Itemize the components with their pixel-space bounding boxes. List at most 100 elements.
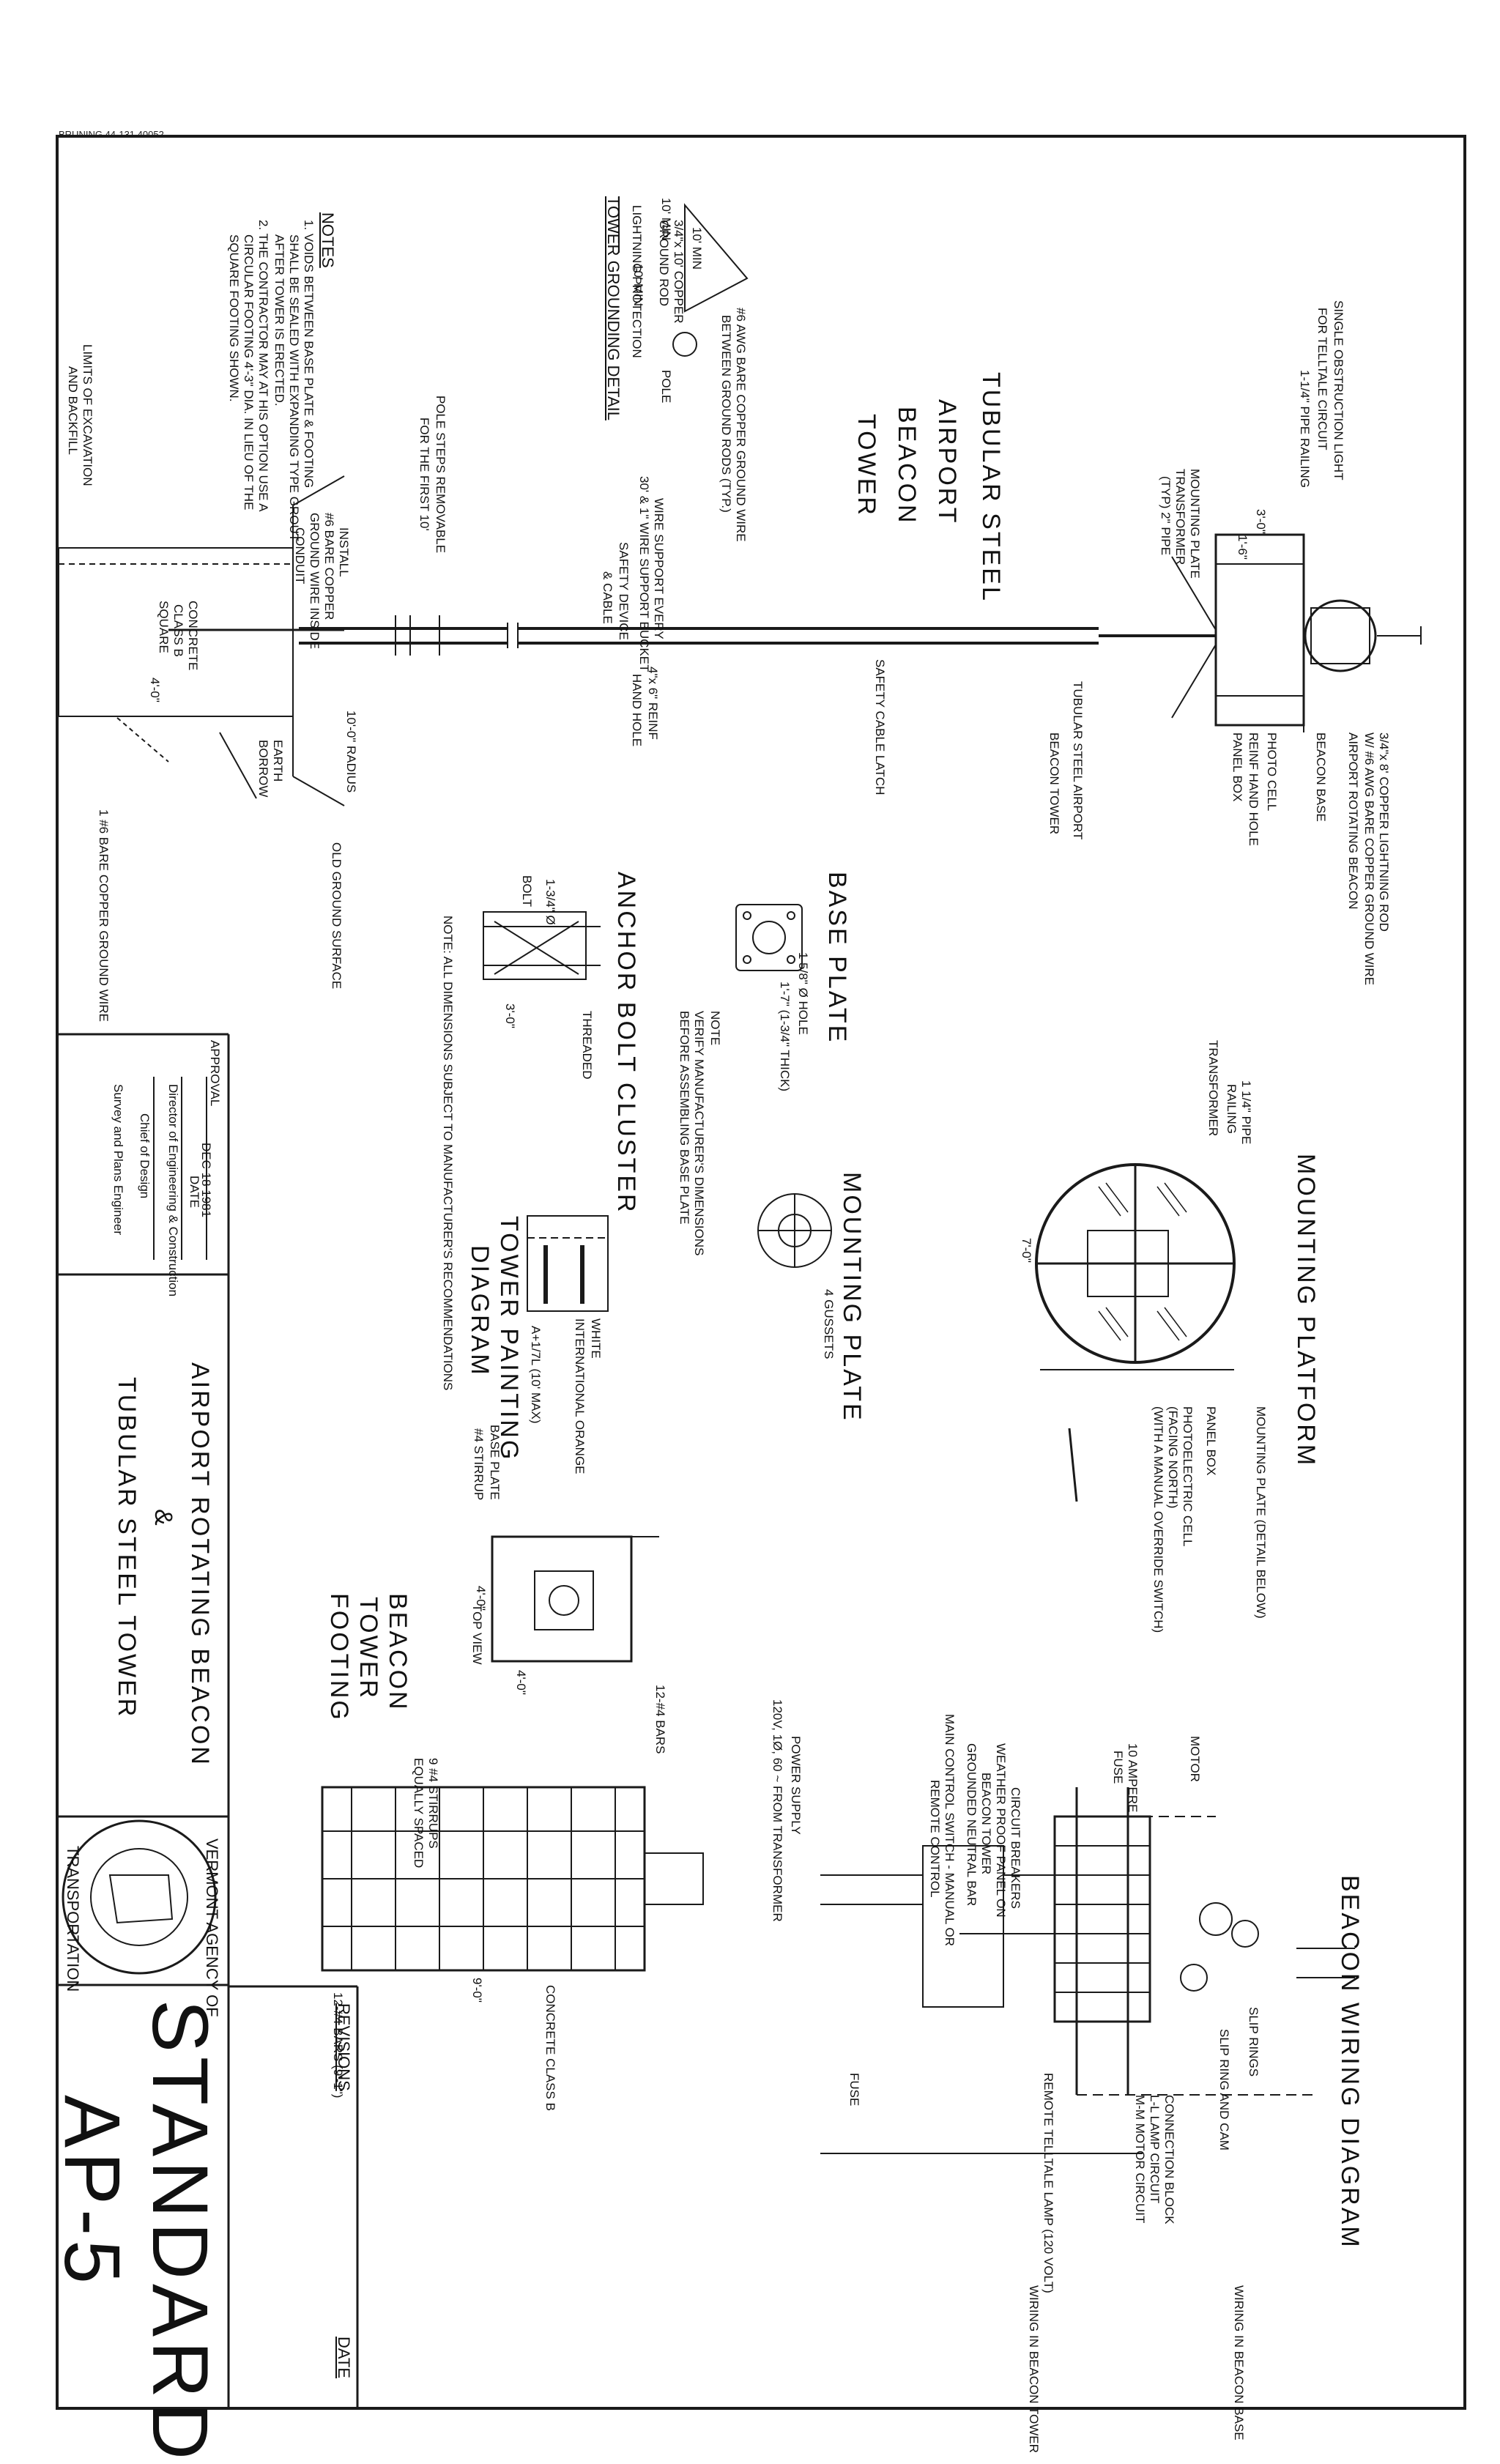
painting-title-line2: DIAGRAM bbox=[466, 1245, 494, 1377]
drawing-title-line1: AIRPORT ROTATING BEACON bbox=[186, 1362, 214, 1767]
anchor-bolt-note: NOTE: ALL DIMENSIONS SUBJECT TO MANUFACT… bbox=[441, 916, 455, 1391]
platform-label-6: PHOTOELECTRIC CELL bbox=[1181, 1406, 1195, 1547]
wiring-label-4: WEATHER PROOF PANEL ON bbox=[994, 1743, 1008, 1918]
base-plate-label-1: 1'-7" (1-3/4" THICK) bbox=[778, 981, 792, 1092]
tower-label-6: 3'-0" bbox=[1254, 509, 1268, 534]
tower-label-20: SAFETY DEVICE bbox=[617, 542, 631, 640]
tower-label-35: CLASS B bbox=[171, 604, 185, 657]
notes-line-3: 2. THE CONTRACTOR MAY AT HIS OPTION USE … bbox=[256, 220, 270, 512]
platform-label-2: TRANSFORMER bbox=[1206, 1040, 1220, 1137]
footing-label-0: BASE PLATE bbox=[488, 1425, 502, 1500]
tower-label-4: TRANSFORMER bbox=[1173, 469, 1187, 565]
tower-label-28: #6 BARE COPPER bbox=[322, 513, 336, 620]
tower-label-31: EARTH bbox=[271, 740, 285, 782]
grounding-label-5: POLE bbox=[659, 370, 673, 404]
wiring-label-14: L-L LAMP CIRCUIT bbox=[1148, 2095, 1162, 2204]
footing-label-5: 12-#4 BARS bbox=[653, 1685, 667, 1754]
anchor-bolt-label-0: 1-3/4" Ø bbox=[543, 879, 557, 925]
grounding-label-1: BETWEEN GROUND RODS (TYP.) bbox=[719, 315, 733, 513]
tower-title-line2: AIRPORT bbox=[933, 399, 961, 525]
tower-label-23: HAND HOLE bbox=[630, 674, 644, 747]
tower-label-29: GROUND WIRE INSIDE bbox=[308, 513, 322, 650]
wiring-label-18: WIRING IN BEACON TOWER bbox=[1027, 2285, 1041, 2453]
tower-label-3: MOUNTING PLATE bbox=[1188, 469, 1202, 579]
tower-label-32: BORROW bbox=[256, 740, 270, 798]
tower-label-2: 1-1/4" PIPE RAILING bbox=[1298, 370, 1312, 488]
wiring-label-0: MOTOR bbox=[1188, 1736, 1202, 1782]
tower-title-line4: TOWER bbox=[853, 414, 880, 517]
tower-label-19: 30' & 1" WIRE SUPPORT BUCKET bbox=[637, 476, 651, 672]
anchor-bolt-label-3: THREADED bbox=[580, 1011, 594, 1080]
notes-line-0: 1. VOIDS BETWEEN BASE PLATE & FOOTING bbox=[302, 220, 316, 489]
wiring-label-11: SLIP RINGS bbox=[1247, 2007, 1260, 2077]
wiring-label-12: SLIP RING AND CAM bbox=[1217, 2029, 1231, 2151]
tower-label-18: WIRE SUPPORT EVERY bbox=[652, 498, 666, 639]
tower-label-7: 1'-6" bbox=[1236, 535, 1250, 560]
grounding-label-6: 3/4"x 10' COPPER bbox=[672, 220, 686, 324]
tower-label-12: PHOTO CELL bbox=[1265, 732, 1279, 812]
base-plate-title: BASE PLATE bbox=[823, 872, 851, 1044]
wiring-label-7: MAIN CONTROL SWITCH - MANUAL OR bbox=[943, 1714, 957, 1947]
footing-label-4: 4'-0" bbox=[514, 1670, 528, 1695]
standard-label: STANDARD bbox=[136, 2000, 225, 2464]
approval-line1: Director of Engineering & Construction bbox=[166, 1084, 180, 1297]
tower-label-33: OLD GROUND SURFACE bbox=[330, 842, 344, 990]
footing-label-7: EQUALLY SPACED bbox=[412, 1758, 426, 1869]
wiring-label-6: GROUNDED NEUTRAL BAR bbox=[965, 1743, 979, 1907]
tower-label-24: POLE STEPS REMOVABLE bbox=[434, 396, 448, 554]
footing-label-8: CONCRETE CLASS B bbox=[543, 1985, 557, 2111]
wiring-label-1: 10 AMPERE bbox=[1126, 1743, 1140, 1813]
wiring-label-15: M-M MOTOR CIRCUIT bbox=[1133, 2095, 1147, 2224]
footing-label-2: TOP VIEW bbox=[470, 1604, 484, 1665]
wiring-label-13: CONNECTION BLOCK bbox=[1162, 2095, 1176, 2224]
tower-label-9: W/ #6 AWG BARE COPPER GROUND WIRE bbox=[1362, 732, 1376, 986]
platform-label-4: MOUNTING PLATE (DETAIL BELOW) bbox=[1254, 1406, 1268, 1619]
platform-label-5: PANEL BOX bbox=[1204, 1406, 1218, 1476]
platform-label-3: 7'-0" bbox=[1020, 1238, 1033, 1263]
base-plate-note-1: BEFORE ASSEMBLING BASE PLATE bbox=[677, 1011, 691, 1225]
tower-label-15: TUBULAR STEEL AIRPORT bbox=[1071, 681, 1085, 840]
grounding-label-2: 10' MIN bbox=[690, 227, 704, 270]
notes-line-4: CIRCULAR FOOTING 4'-3" DIA. IN LIEU OF T… bbox=[242, 234, 256, 511]
wiring-label-16: REMOTE TELLTALE LAMP (120 VOLT) bbox=[1042, 2073, 1055, 2293]
anchor-bolt-label-1: BOLT bbox=[520, 875, 534, 908]
wiring-label-3: CIRCUIT BREAKERS bbox=[1009, 1787, 1022, 1909]
footing-title-line1: BEACON bbox=[384, 1593, 412, 1712]
tower-label-5: (TYP) 2" PIPE bbox=[1159, 476, 1173, 556]
platform-label-0: 1 1/4" PIPE bbox=[1239, 1080, 1253, 1145]
approval-date-value: DEC 18 1981 bbox=[199, 1143, 213, 1218]
wiring-label-2: FUSE bbox=[1111, 1751, 1125, 1784]
date-label: DATE bbox=[335, 2337, 353, 2379]
footing-label-9: 12-#4 BARS (9'-1") bbox=[331, 1992, 345, 2099]
painting-label-2: A+1/7L (10' MAX) bbox=[529, 1326, 543, 1424]
platform-title: MOUNTING PLATFORM bbox=[1292, 1154, 1320, 1468]
tower-label-10: AIRPORT ROTATING BEACON bbox=[1346, 732, 1360, 910]
tower-label-11: BEACON BASE bbox=[1314, 732, 1328, 822]
tower-label-36: 4'-0" bbox=[148, 678, 162, 702]
notes-heading: NOTES bbox=[319, 212, 337, 268]
tower-label-22: 4"x 6" REINF bbox=[646, 667, 660, 740]
tower-label-38: LIMITS OF EXCAVATION bbox=[81, 344, 94, 486]
notes-line-5: SQUARE FOOTING SHOWN. bbox=[227, 234, 241, 402]
notes-line-1: SHALL BE SEALED WITH EXPANDING TYPE GROU… bbox=[287, 234, 301, 542]
tower-label-16: BEACON TOWER bbox=[1047, 732, 1061, 835]
drawing-title-line2: & bbox=[149, 1509, 177, 1528]
tower-label-21: & CABLE bbox=[601, 571, 615, 624]
tower-label-1: FOR TELLTALE CIRCUIT bbox=[1315, 308, 1329, 450]
platform-label-1: RAILING bbox=[1225, 1084, 1239, 1135]
tower-label-0: SINGLE OBSTRUCTION LIGHT bbox=[1332, 300, 1345, 480]
base-plate-note-0: VERIFY MANUFACTURER'S DIMENSIONS bbox=[692, 1011, 706, 1256]
grounding-label-0: #6 AWG BARE COPPER GROUND WIRE bbox=[734, 308, 748, 542]
mounting-plate-title: MOUNTING PLATE bbox=[838, 1172, 866, 1422]
wiring-label-9: POWER SUPPLY bbox=[789, 1736, 803, 1835]
tower-label-17: SAFETY CABLE LATCH bbox=[873, 659, 887, 795]
tower-title-line3: BEACON bbox=[893, 407, 921, 525]
painting-label-1: INTERNATIONAL ORANGE bbox=[573, 1318, 587, 1474]
wiring-label-5: BEACON TOWER bbox=[979, 1773, 993, 1875]
wiring-label-19: WIRING IN BEACON BASE bbox=[1232, 2285, 1246, 2441]
platform-label-7: (FACING NORTH) bbox=[1166, 1406, 1180, 1509]
tower-label-8: 3/4"x 8' COPPER LIGHTNING ROD bbox=[1377, 732, 1391, 932]
footing-label-10: 9'-0" bbox=[470, 1978, 484, 2003]
agency-seal-top: VERMONT AGENCY OF bbox=[203, 1838, 221, 2017]
